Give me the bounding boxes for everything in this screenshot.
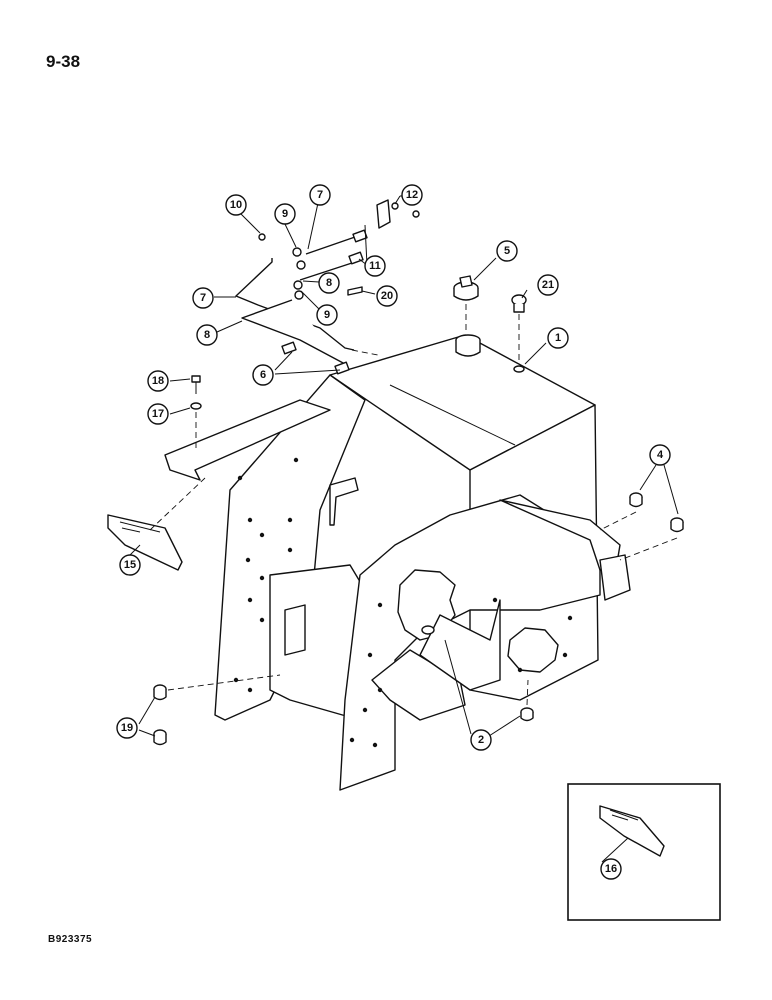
svg-text:9: 9: [324, 309, 330, 321]
svg-text:9: 9: [282, 208, 288, 220]
bolt-washer: [190, 375, 202, 450]
callout-6: 6: [252, 364, 274, 386]
svg-text:12: 12: [406, 189, 418, 201]
svg-text:8: 8: [326, 277, 332, 289]
callout-12: 12: [401, 184, 423, 206]
svg-text:4: 4: [657, 449, 664, 461]
leader-lines: [129, 195, 679, 863]
svg-text:19: 19: [121, 722, 133, 734]
inset-detail: [567, 783, 721, 921]
callout-7-left: 7: [192, 287, 214, 309]
callout-9-center: 9: [316, 304, 338, 326]
mounting-nuts: [153, 492, 684, 746]
slide-bracket: [107, 477, 206, 571]
callout-19: 19: [116, 717, 138, 739]
svg-text:2: 2: [478, 734, 484, 746]
svg-text:21: 21: [542, 279, 554, 291]
fuel-sender: [511, 294, 527, 362]
callout-9-top: 9: [274, 203, 296, 225]
callout-1: 1: [547, 327, 569, 349]
callout-7-top: 7: [309, 184, 331, 206]
callout-21: 21: [537, 274, 559, 296]
callout-15: 15: [119, 554, 141, 576]
callout-8-center: 8: [318, 272, 340, 294]
page-number: 9-38: [46, 52, 81, 71]
svg-text:8: 8: [204, 329, 210, 341]
callout-11: 11: [364, 255, 386, 277]
svg-text:5: 5: [504, 245, 510, 257]
svg-text:10: 10: [230, 199, 242, 211]
svg-text:15: 15: [124, 559, 136, 571]
callout-17: 17: [147, 403, 169, 425]
callout-5: 5: [496, 240, 518, 262]
svg-text:16: 16: [605, 863, 617, 875]
svg-text:1: 1: [555, 332, 561, 344]
svg-text:6: 6: [260, 369, 266, 381]
callout-18: 18: [147, 370, 169, 392]
filler-cap: [453, 275, 479, 330]
fuel-lines: [235, 192, 420, 375]
callout-10: 10: [225, 194, 247, 216]
svg-text:17: 17: [152, 408, 164, 420]
svg-text:7: 7: [200, 292, 206, 304]
svg-text:11: 11: [369, 260, 381, 272]
callout-20: 20: [376, 285, 398, 307]
svg-text:18: 18: [152, 375, 164, 387]
callout-2: 2: [470, 729, 492, 751]
svg-text:20: 20: [381, 290, 393, 302]
callout-16: 16: [600, 858, 622, 880]
callout-4: 4: [649, 444, 671, 466]
svg-text:7: 7: [317, 189, 323, 201]
fuel-tank-frame: [164, 334, 631, 791]
figure-id: B923375: [48, 934, 93, 945]
callout-8-left: 8: [196, 324, 218, 346]
